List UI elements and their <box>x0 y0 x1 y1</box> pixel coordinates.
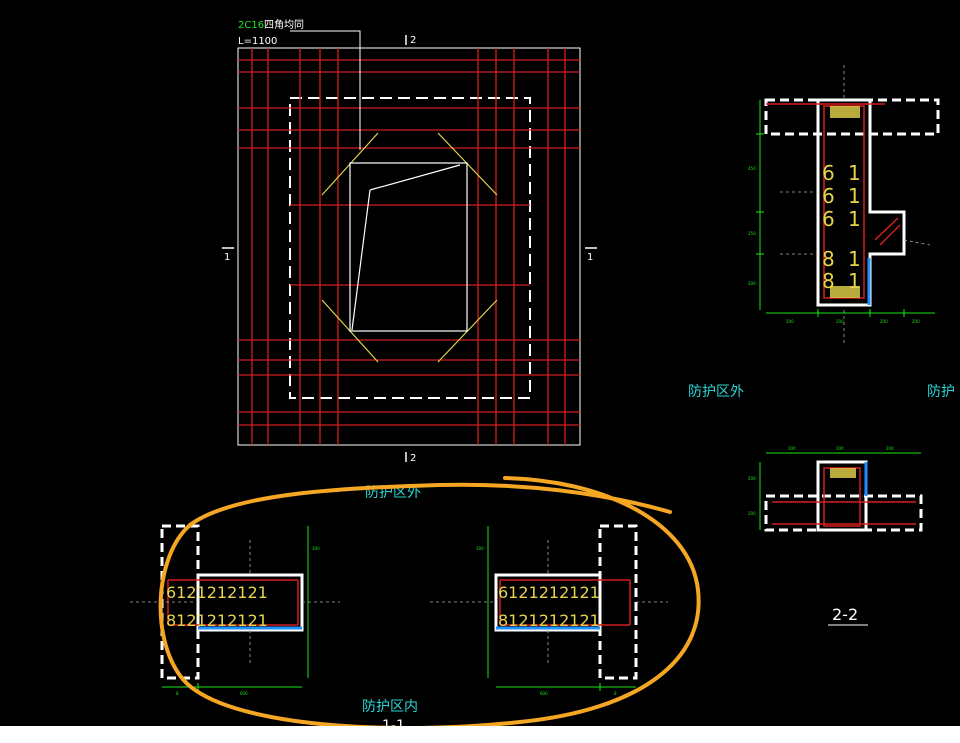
section-1-1-dim-300-a: 300 <box>312 546 320 551</box>
section-1-1-right-dim-wall: 8 <box>614 691 617 696</box>
section-1-1-left-dim-bottom: 600 <box>240 691 248 696</box>
section-1-1-left-bar-row-bottom: 8121212121 <box>166 611 268 630</box>
rebar-mark-2-2-h: 1 <box>848 247 861 271</box>
section-2-2-upper: 6 1 6 1 6 1 8 1 8 1 <box>748 65 940 345</box>
svg-text:200: 200 <box>788 446 796 451</box>
note-text: 四角均同 <box>264 19 304 31</box>
rebar-mark-2-2-f: 1 <box>848 207 861 231</box>
section-1-1-left-bar-row-top: 6121212121 <box>166 583 268 602</box>
annotation-circle <box>158 476 701 730</box>
bottom-strip <box>0 726 960 743</box>
svg-text:200: 200 <box>912 319 920 324</box>
note-code: 2C16 <box>238 20 264 31</box>
svg-text:450: 450 <box>748 166 756 171</box>
section-1-1-label-inside: 防护区内 <box>362 699 418 715</box>
rebar-mark-2-2-d: 1 <box>848 184 861 208</box>
svg-text:200: 200 <box>786 319 794 324</box>
section-mark-1-left: 1 <box>224 252 230 263</box>
svg-text:200: 200 <box>836 319 844 324</box>
rebar-mark-2-2-i: 8 <box>822 269 835 293</box>
section-2-2-lower: 200 200 200 200 200 <box>748 446 923 532</box>
note-leader <box>290 30 361 150</box>
svg-text:250: 250 <box>748 231 756 236</box>
svg-text:200: 200 <box>880 319 888 324</box>
rebar-mark-2-2-b: 1 <box>848 161 861 185</box>
section-1-1-left-dim-wall: 8 <box>176 691 179 696</box>
rebar-mark-2-2-j: 1 <box>848 269 861 293</box>
section-2-2-label-outside: 防护区外 <box>688 384 744 400</box>
section-1-1-right-bar-row-bottom: 8121212121 <box>498 611 600 630</box>
plan-rebar-grid <box>238 48 580 445</box>
section-mark-2-bottom: 2 <box>410 453 416 464</box>
rebar-mark-2-2-a: 6 <box>822 161 835 185</box>
svg-text:200: 200 <box>836 446 844 451</box>
svg-text:200: 200 <box>748 476 756 481</box>
section-2-2-label-outside-clipped: 防护 <box>927 384 955 400</box>
note-length: L=1100 <box>238 36 277 47</box>
section-2-2-title: 2-2 <box>832 605 858 624</box>
svg-text:200: 200 <box>886 446 894 451</box>
rebar-mark-2-2-e: 6 <box>822 207 835 231</box>
plan-dashed-boundary <box>289 97 531 399</box>
section-1-1-right-dim-bottom: 600 <box>540 691 548 696</box>
rebar-mark-2-2-g: 8 <box>822 247 835 271</box>
rebar-mark-2-2-c: 6 <box>822 184 835 208</box>
section-1-1-dim-300-b: 300 <box>476 546 484 551</box>
plan-corner-bars <box>321 132 498 363</box>
plan-view: 2C16 四角均同 L=1100 2 2 1 1 <box>222 19 597 464</box>
section-mark-1-right: 1 <box>587 252 593 263</box>
section-mark-2-top: 2 <box>410 35 416 46</box>
plan-opening <box>349 162 468 332</box>
svg-text:200: 200 <box>748 281 756 286</box>
section-1-1-right-detail: 6121212121 8121212121 600 8 300 <box>430 524 668 696</box>
plan-outer-boundary <box>237 47 581 446</box>
svg-text:200: 200 <box>748 511 756 516</box>
section-1-1-right-bar-row-top: 6121212121 <box>498 583 600 602</box>
